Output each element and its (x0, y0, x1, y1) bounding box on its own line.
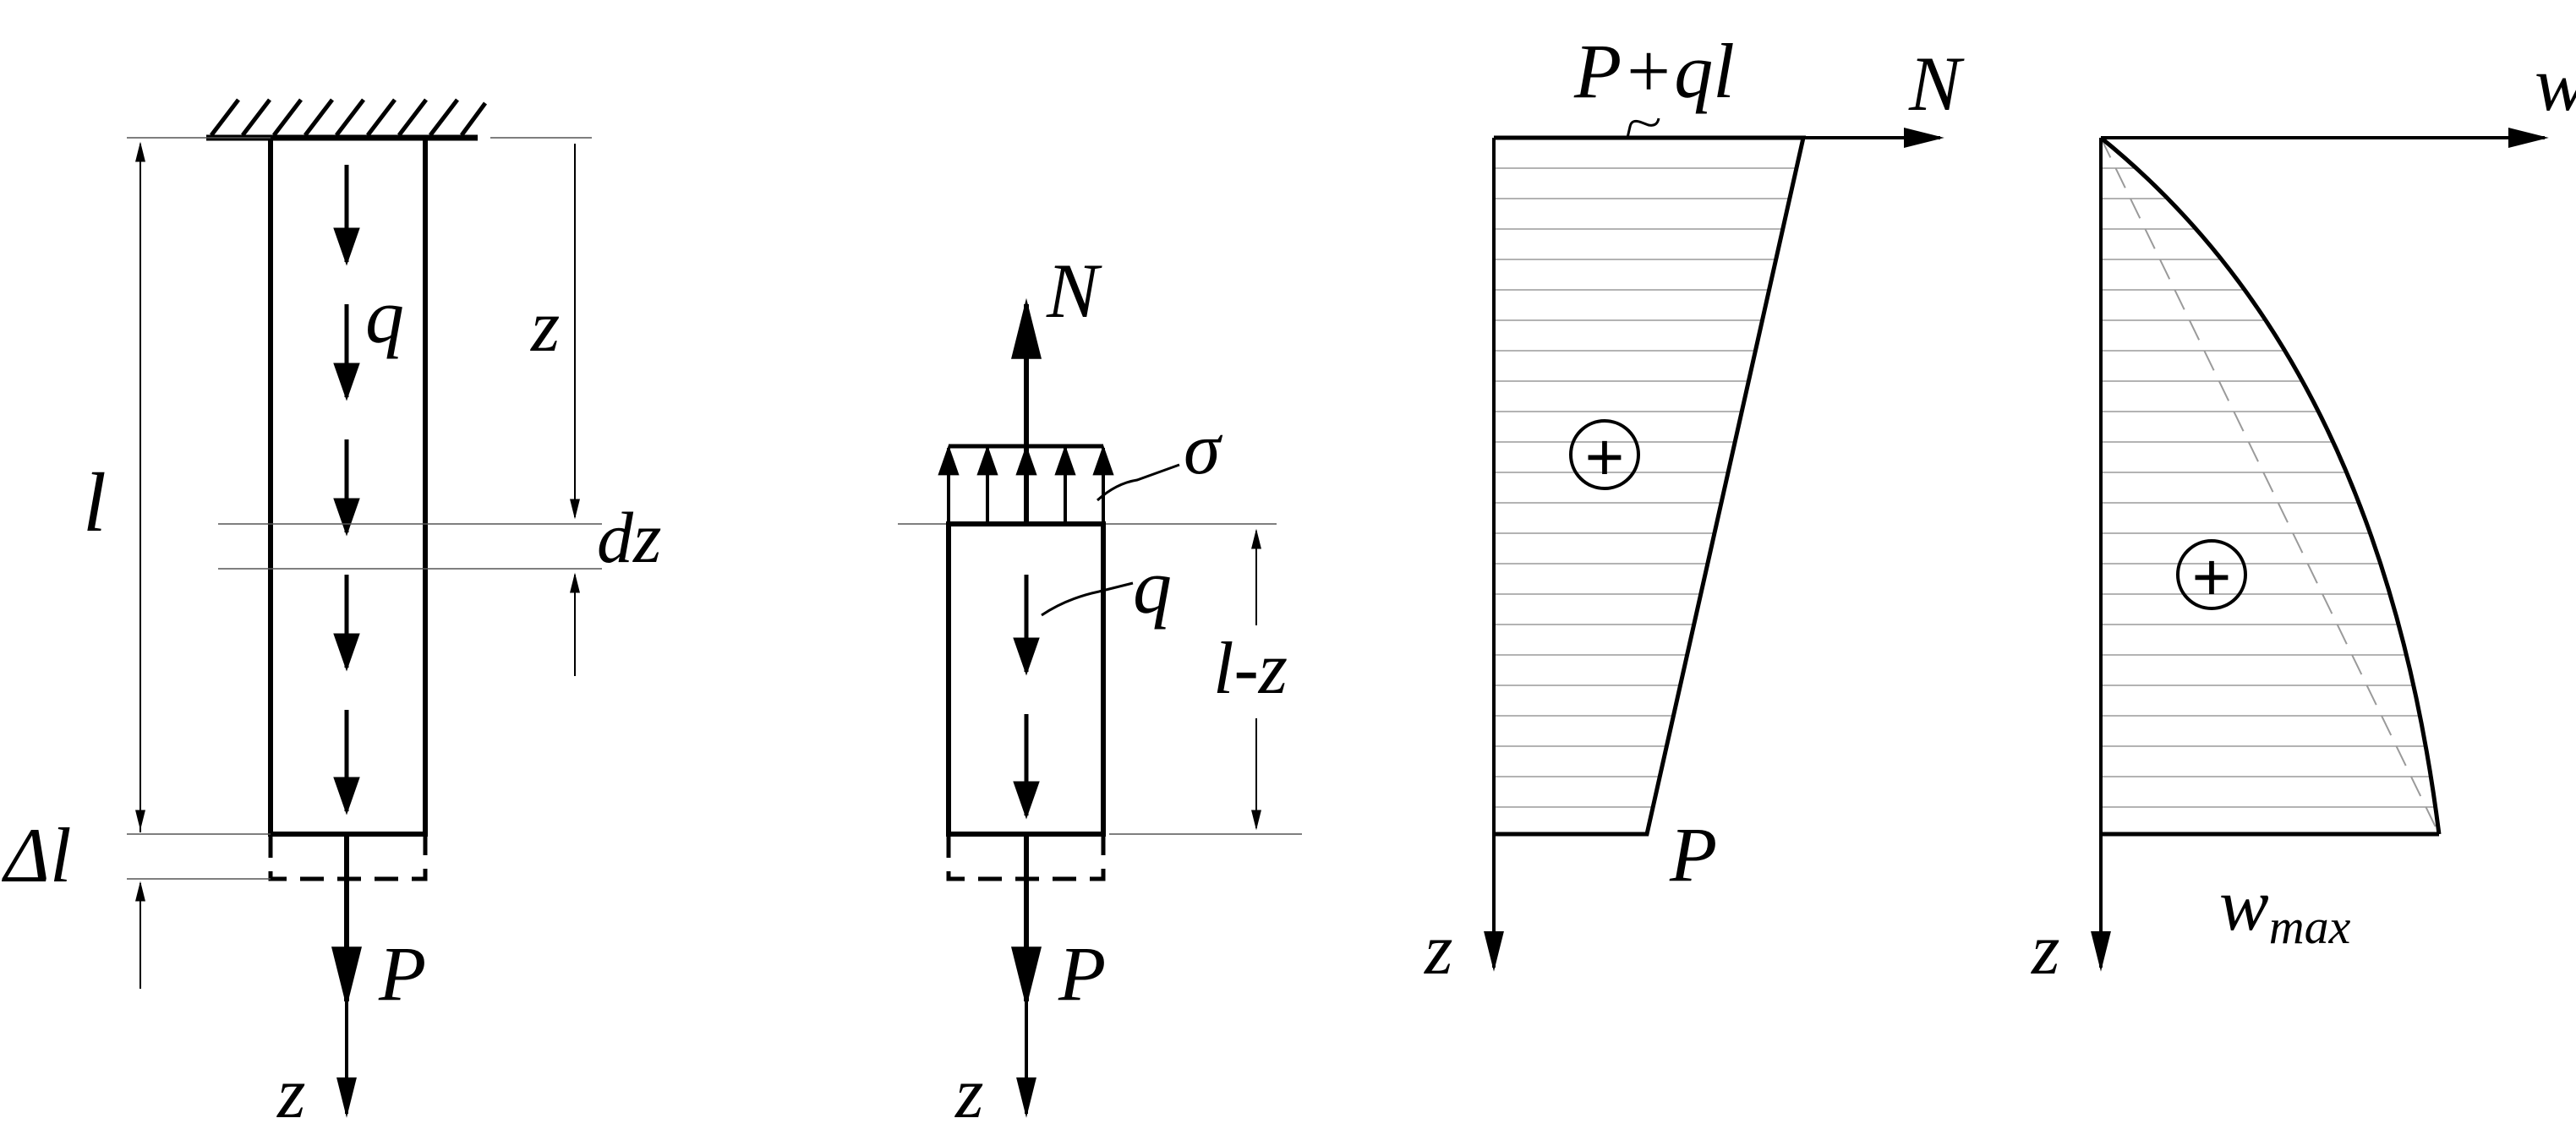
fixed-support-icon (206, 98, 488, 141)
n-axis-label: N (1908, 41, 1965, 127)
n-top-value-label: P+ql (1573, 28, 1735, 114)
cut-z-axis-label: z (954, 1052, 983, 1133)
w-max-label: wmax (2219, 865, 2351, 954)
displacement-diagram: + w wmax z (2031, 41, 2576, 990)
cut-figure: N σ q l-z P z (898, 248, 1302, 1133)
remaining-length-label: l-z (1213, 628, 1288, 710)
n-diagram-area (1494, 138, 1803, 834)
bar-figure: q l z dz Δl P z (1, 98, 661, 1133)
position-z-label: z (530, 286, 560, 368)
force-p-label: P (378, 930, 426, 1017)
z-axis-label: z (276, 1052, 305, 1133)
w-depth-axis-label: z (2031, 908, 2059, 990)
n-diagram-hatching (1494, 167, 1797, 808)
elongation-label: Δl (1, 812, 72, 898)
length-l-label: l (83, 455, 107, 549)
element-dz-label: dz (597, 497, 661, 578)
cut-force-p-label: P (1058, 930, 1106, 1017)
normal-force-label: N (1046, 248, 1102, 334)
w-sign-label: + (2192, 539, 2232, 614)
w-diagram-hatching (2101, 167, 2436, 808)
bar-body (268, 135, 428, 837)
load-q-label: q (365, 273, 404, 359)
normal-force-diagram: + P+ql N P z (1424, 28, 1965, 990)
cut-load-q-label: q (1133, 543, 1172, 630)
stress-sigma-label: σ (1184, 408, 1223, 490)
w-axis-label: w (2535, 41, 2576, 127)
n-sign-label: + (1585, 419, 1625, 494)
n-bottom-value-label: P (1669, 811, 1717, 897)
n-depth-axis-label: z (1424, 908, 1452, 990)
